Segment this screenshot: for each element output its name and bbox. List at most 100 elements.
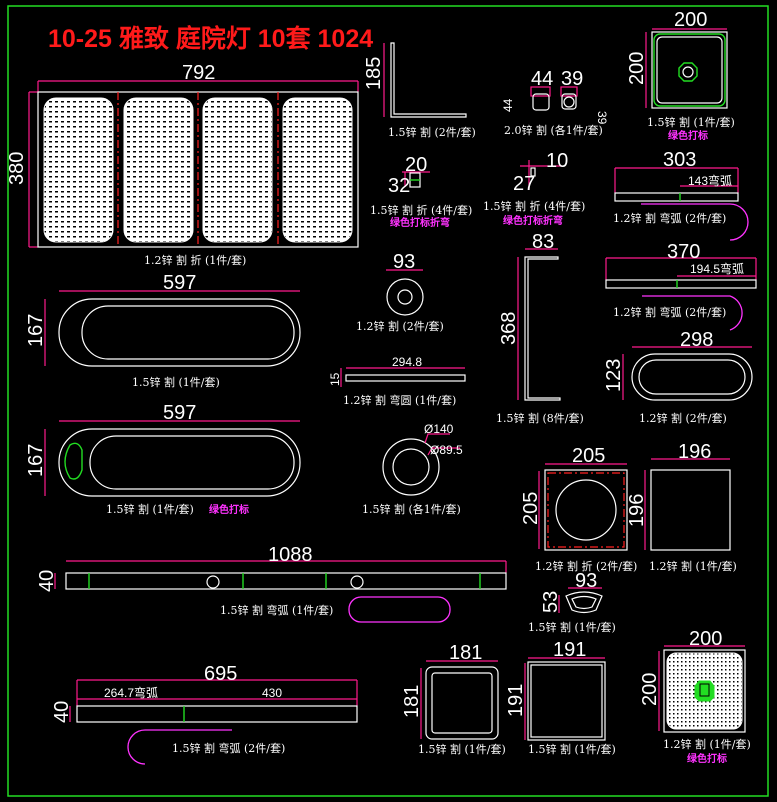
part-label: 1.5锌 割 (1件/套) xyxy=(132,375,220,389)
dimension-label: 370 xyxy=(667,241,700,263)
part-label: 1.5锌 割 (各1件/套) xyxy=(362,502,461,516)
part-label: 1.2锌 割 弯弧 (2件/套) xyxy=(613,211,726,225)
part-note: 绿色打标折弯 xyxy=(390,216,450,229)
dimension-label: 196 xyxy=(626,494,648,527)
part-label: 1.2锌 割 折 (1件/套) xyxy=(144,253,246,267)
dimension-label: 83 xyxy=(532,231,554,253)
part-strip-1088: 1088 40 1.5锌 割 弯弧 (1件/套) xyxy=(36,544,507,623)
dimension-label: 39 xyxy=(561,68,583,90)
part-washer-93: 93 1.2锌 割 (2件/套) xyxy=(356,251,444,333)
dimension-label: 40 xyxy=(36,570,58,592)
part-perforated-200: 200 200 1.2锌 割 (1件/套) 绿色打标 xyxy=(639,628,751,765)
dimension-label: 303 xyxy=(663,149,696,171)
part-note: 绿色打标 xyxy=(668,129,708,142)
part-square-191: 191 191 1.5锌 割 (1件/套) xyxy=(505,639,616,756)
part-c-channel: 83 368 1.5锌 割 (8件/套) xyxy=(496,231,584,425)
part-note: 绿色打标 xyxy=(687,752,727,765)
part-label: 1.5锌 割 弯弧 (1件/套) xyxy=(220,603,333,617)
part-note: 绿色打标 xyxy=(209,503,249,516)
part-label: 1.5锌 割 (1件/套) xyxy=(528,620,616,634)
dimension-label: Ø140 xyxy=(424,422,454,436)
part-label: 1.2锌 割 (2件/套) xyxy=(639,411,727,425)
drawing-frame xyxy=(7,5,769,797)
dimension-label: 32 xyxy=(388,175,410,197)
part-label: 1.5锌 割 弯弧 (2件/套) xyxy=(172,741,285,755)
dimension-label: 27 xyxy=(513,173,535,195)
part-oval-ring-597: 597 167 1.5锌 割 (1件/套) xyxy=(25,272,301,389)
part-label: 1.5锌 割 折 (4件/套) xyxy=(483,199,585,213)
part-label: 1.2锌 割 弯弧 (2件/套) xyxy=(613,305,726,319)
part-tab-10x27: 10 27 1.5锌 割 折 (4件/套) 绿色打标折弯 xyxy=(483,150,585,227)
part-oval-ring-597b: 597 167 1.5锌 割 (1件/套) 绿色打标 xyxy=(25,402,301,516)
dimension-label: 10 xyxy=(546,150,568,172)
dimension-label: 200 xyxy=(689,628,722,650)
part-label: 1.5锌 割 (1件/套) xyxy=(106,502,194,516)
dimension-label: 294.8 xyxy=(392,355,422,369)
dimension-label: 205 xyxy=(572,445,605,467)
part-label: 1.5锌 割 (1件/套) xyxy=(418,742,506,756)
dimension-label: 191 xyxy=(505,684,527,717)
part-strip-370: 370 194.5弯弧 1.2锌 割 弯弧 (2件/套) xyxy=(605,241,757,331)
dimension-label: 123 xyxy=(603,359,625,392)
part-ring-140: Ø140 Ø89.5 1.5锌 割 (各1件/套) xyxy=(362,422,463,516)
part-label: 1.5锌 割 (8件/套) xyxy=(496,411,584,425)
part-strip-294: 294.8 15 1.2锌 割 弯圆 (1件/套) xyxy=(328,355,466,407)
part-strip-303: 303 143弯弧 1.2锌 割 弯弧 (2件/套) xyxy=(613,149,749,241)
dimension-label: 93 xyxy=(575,570,597,592)
dimension-label: 792 xyxy=(182,62,215,84)
dimension-label: 44 xyxy=(501,98,515,112)
dimension-label: 298 xyxy=(680,329,713,351)
dimension-label: 380 xyxy=(6,152,28,185)
part-label: 1.5锌 割 折 (4件/套) xyxy=(370,203,472,217)
part-front-panel: 792 380 1.2锌 割 折 (1件/套) xyxy=(6,62,359,267)
dimension-label: 368 xyxy=(498,312,520,345)
dimension-label: 597 xyxy=(163,272,196,294)
dimension-label: 167 xyxy=(25,444,47,477)
dimension-label: 181 xyxy=(449,642,482,664)
dimension-label: 200 xyxy=(626,52,648,85)
dimension-label: 597 xyxy=(163,402,196,424)
part-label: 1.2锌 割 (1件/套) xyxy=(663,737,751,751)
dimension-label: 40 xyxy=(51,701,73,723)
part-oval-ring-298: 298 123 1.2锌 割 (2件/套) xyxy=(603,329,753,425)
dimension-label: 1088 xyxy=(268,544,313,566)
dimension-label: 185 xyxy=(363,57,385,90)
dimension-label: 44 xyxy=(531,68,553,90)
part-label: 1.2锌 割 弯圆 (1件/套) xyxy=(343,393,456,407)
part-strip-695: 695 264.7弯弧 430 40 1.5锌 割 弯弧 (2件/套) xyxy=(51,663,358,765)
part-note: 绿色打标折弯 xyxy=(503,214,563,227)
part-square-181: 181 181 1.5锌 割 (1件/套) xyxy=(401,642,506,756)
part-tab-20x32: 20 32 1.5锌 割 折 (4件/套) 绿色打标折弯 xyxy=(370,154,472,229)
dimension-label: Ø89.5 xyxy=(430,443,463,457)
dimension-label: 196 xyxy=(678,441,711,463)
part-top-plate: 200 200 1.5锌 割 (1件/套) 绿色打标 xyxy=(626,9,735,142)
part-label: 1.2锌 割 (1件/套) xyxy=(649,559,737,573)
dimension-label: 20 xyxy=(405,154,427,176)
part-arc-93: 93 53 1.5锌 割 (1件/套) xyxy=(528,570,616,634)
part-label: 1.2锌 割 折 (2件/套) xyxy=(535,559,637,573)
dimension-label: 191 xyxy=(553,639,586,661)
part-label: 1.2锌 割 (2件/套) xyxy=(356,319,444,333)
part-label: 2.0锌 割 (各1件/套) xyxy=(504,123,603,137)
dimension-label: 167 xyxy=(25,314,47,347)
dimension-label: 194.5弯弧 xyxy=(690,261,744,276)
dimension-label: 93 xyxy=(393,251,415,273)
part-label: 1.5锌 割 (1件/套) xyxy=(528,742,616,756)
dimension-label: 143弯弧 xyxy=(688,173,732,188)
dimension-label: 15 xyxy=(328,372,342,386)
drawing-title: 10-25 雅致 庭院灯 10套 1024 xyxy=(48,24,373,53)
dimension-label: 181 xyxy=(401,685,423,718)
dimension-label: 430 xyxy=(262,686,282,700)
part-square-205: 205 205 1.2锌 割 折 (2件/套) xyxy=(520,445,637,573)
part-angle-bracket: 185 1.5锌 割 (2件/套) xyxy=(363,42,476,139)
part-label: 1.5锌 割 (1件/套) xyxy=(647,115,735,129)
dimension-label: 264.7弯弧 xyxy=(104,685,158,700)
dimension-label: 200 xyxy=(639,673,661,706)
part-square-196: 196 196 1.2锌 割 (1件/套) xyxy=(626,441,737,573)
dimension-label: 695 xyxy=(204,663,237,685)
part-label: 1.5锌 割 (2件/套) xyxy=(388,125,476,139)
dimension-label: 39 xyxy=(595,111,609,125)
dimension-label: 200 xyxy=(674,9,707,31)
dimension-label: 53 xyxy=(540,591,562,613)
